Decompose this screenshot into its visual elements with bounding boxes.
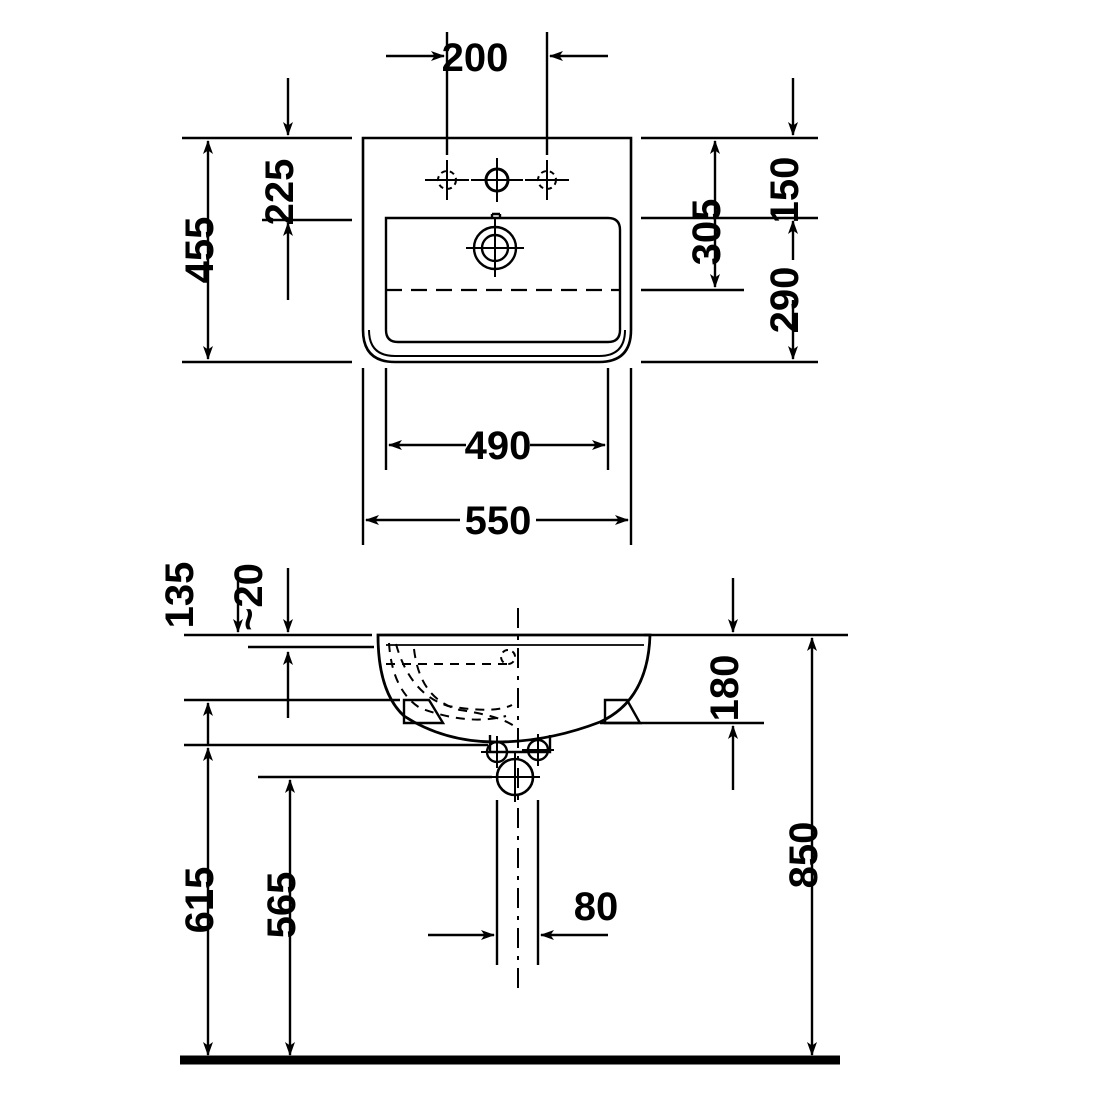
mount-bracket-right xyxy=(603,698,643,725)
dim-label-20: ~20 xyxy=(227,563,271,631)
dim-80-group xyxy=(428,800,608,965)
dim-label-225: 225 xyxy=(258,159,302,226)
top-view-group xyxy=(361,136,633,364)
tap-hole-right xyxy=(525,160,569,200)
dim-label-180: 180 xyxy=(703,655,747,722)
dim-label-490: 490 xyxy=(465,424,532,468)
side-view-group xyxy=(376,608,652,990)
basin-front-inner-edge xyxy=(368,329,626,357)
dim-label-565: 565 xyxy=(260,872,304,939)
bowl-hidden-overflow xyxy=(500,649,517,665)
dim-180-850-group xyxy=(180,578,848,1065)
dim-305-150-290-group xyxy=(641,78,818,364)
dim-label-850: 850 xyxy=(782,822,826,889)
dim-label-305: 305 xyxy=(685,199,729,266)
basin-outer-outline xyxy=(361,136,633,364)
dim-label-135: 135 xyxy=(158,562,202,629)
waste-hole-side xyxy=(490,752,540,802)
dim-label-200: 200 xyxy=(442,36,509,80)
dim-490-550-group xyxy=(361,368,633,545)
bolt-hole-left xyxy=(481,736,513,768)
mount-bracket-left xyxy=(402,698,446,725)
basin-bowl-outline xyxy=(384,216,622,344)
bolt-hole-right xyxy=(522,734,554,766)
tap-hole-left xyxy=(425,160,469,200)
dim-label-455: 455 xyxy=(178,217,222,284)
dim-label-80: 80 xyxy=(574,885,619,929)
dim-label-150: 150 xyxy=(763,157,807,224)
dim-135-20-group xyxy=(184,568,374,718)
bowl-hidden-contour-3 xyxy=(413,648,515,727)
dim-label-550: 550 xyxy=(465,499,532,543)
dim-200-group xyxy=(386,32,608,155)
overflow-notch xyxy=(490,212,502,218)
dim-455-225-group xyxy=(182,78,352,364)
dim-label-290: 290 xyxy=(763,267,807,334)
dim-label-615: 615 xyxy=(178,867,222,934)
drain-hole-top-view xyxy=(466,219,524,277)
dim-615-565-group xyxy=(184,698,492,1056)
bowl-hidden-contour-1 xyxy=(388,642,507,721)
tap-hole-center xyxy=(471,158,523,202)
